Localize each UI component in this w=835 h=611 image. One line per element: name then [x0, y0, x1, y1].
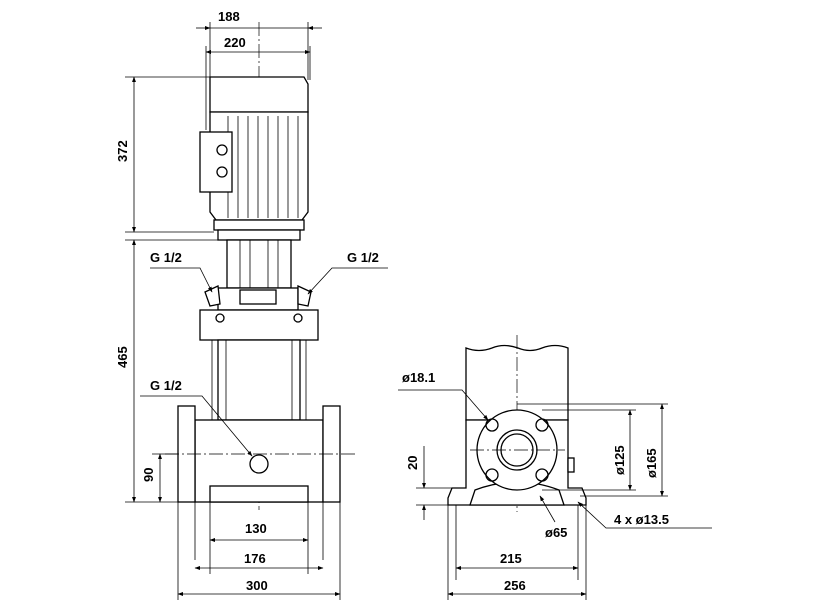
- terminal-box: [199, 131, 233, 193]
- dim-pump-height: 465: [115, 346, 130, 368]
- pump-base: [165, 405, 355, 503]
- dim-base-holes: 4 x ø13.5: [614, 512, 669, 527]
- dim-foot-outer: 176: [244, 551, 266, 566]
- dim-flange-diameter: ø165: [644, 448, 659, 478]
- motor: [199, 76, 309, 241]
- dim-bolt-circle: ø125: [612, 445, 627, 475]
- side-dimensions: ø18.1 ø125 ø165 20 ø65 4 x ø13.5 215: [398, 370, 712, 600]
- port-top-left-label: G 1/2: [150, 250, 182, 265]
- dim-motor-width: 188: [218, 9, 240, 24]
- dim-bore: ø65: [545, 525, 567, 540]
- front-view: [165, 22, 355, 510]
- port-top-right-label: G 1/2: [347, 250, 379, 265]
- dim-motor-height: 372: [115, 140, 130, 162]
- dim-flange-offset: 20: [405, 456, 420, 470]
- dim-bolt-hole: ø18.1: [402, 370, 435, 385]
- side-view: [447, 335, 587, 512]
- front-dimensions: 188 220 372 465 90 130 176 300: [115, 9, 388, 600]
- dim-foot-inner: 130: [245, 521, 267, 536]
- pump-sleeve: [211, 339, 307, 421]
- dim-base-width: 300: [246, 578, 268, 593]
- dim-base-hole-spacing: 215: [500, 551, 522, 566]
- dim-base-width-side: 256: [504, 578, 526, 593]
- dim-flange-width: 220: [224, 35, 246, 50]
- coupling: [204, 239, 312, 311]
- port-drain-label: G 1/2: [150, 378, 182, 393]
- drain-plug: [249, 454, 269, 474]
- dim-inlet-height: 90: [141, 468, 156, 482]
- pump-head: [199, 309, 319, 341]
